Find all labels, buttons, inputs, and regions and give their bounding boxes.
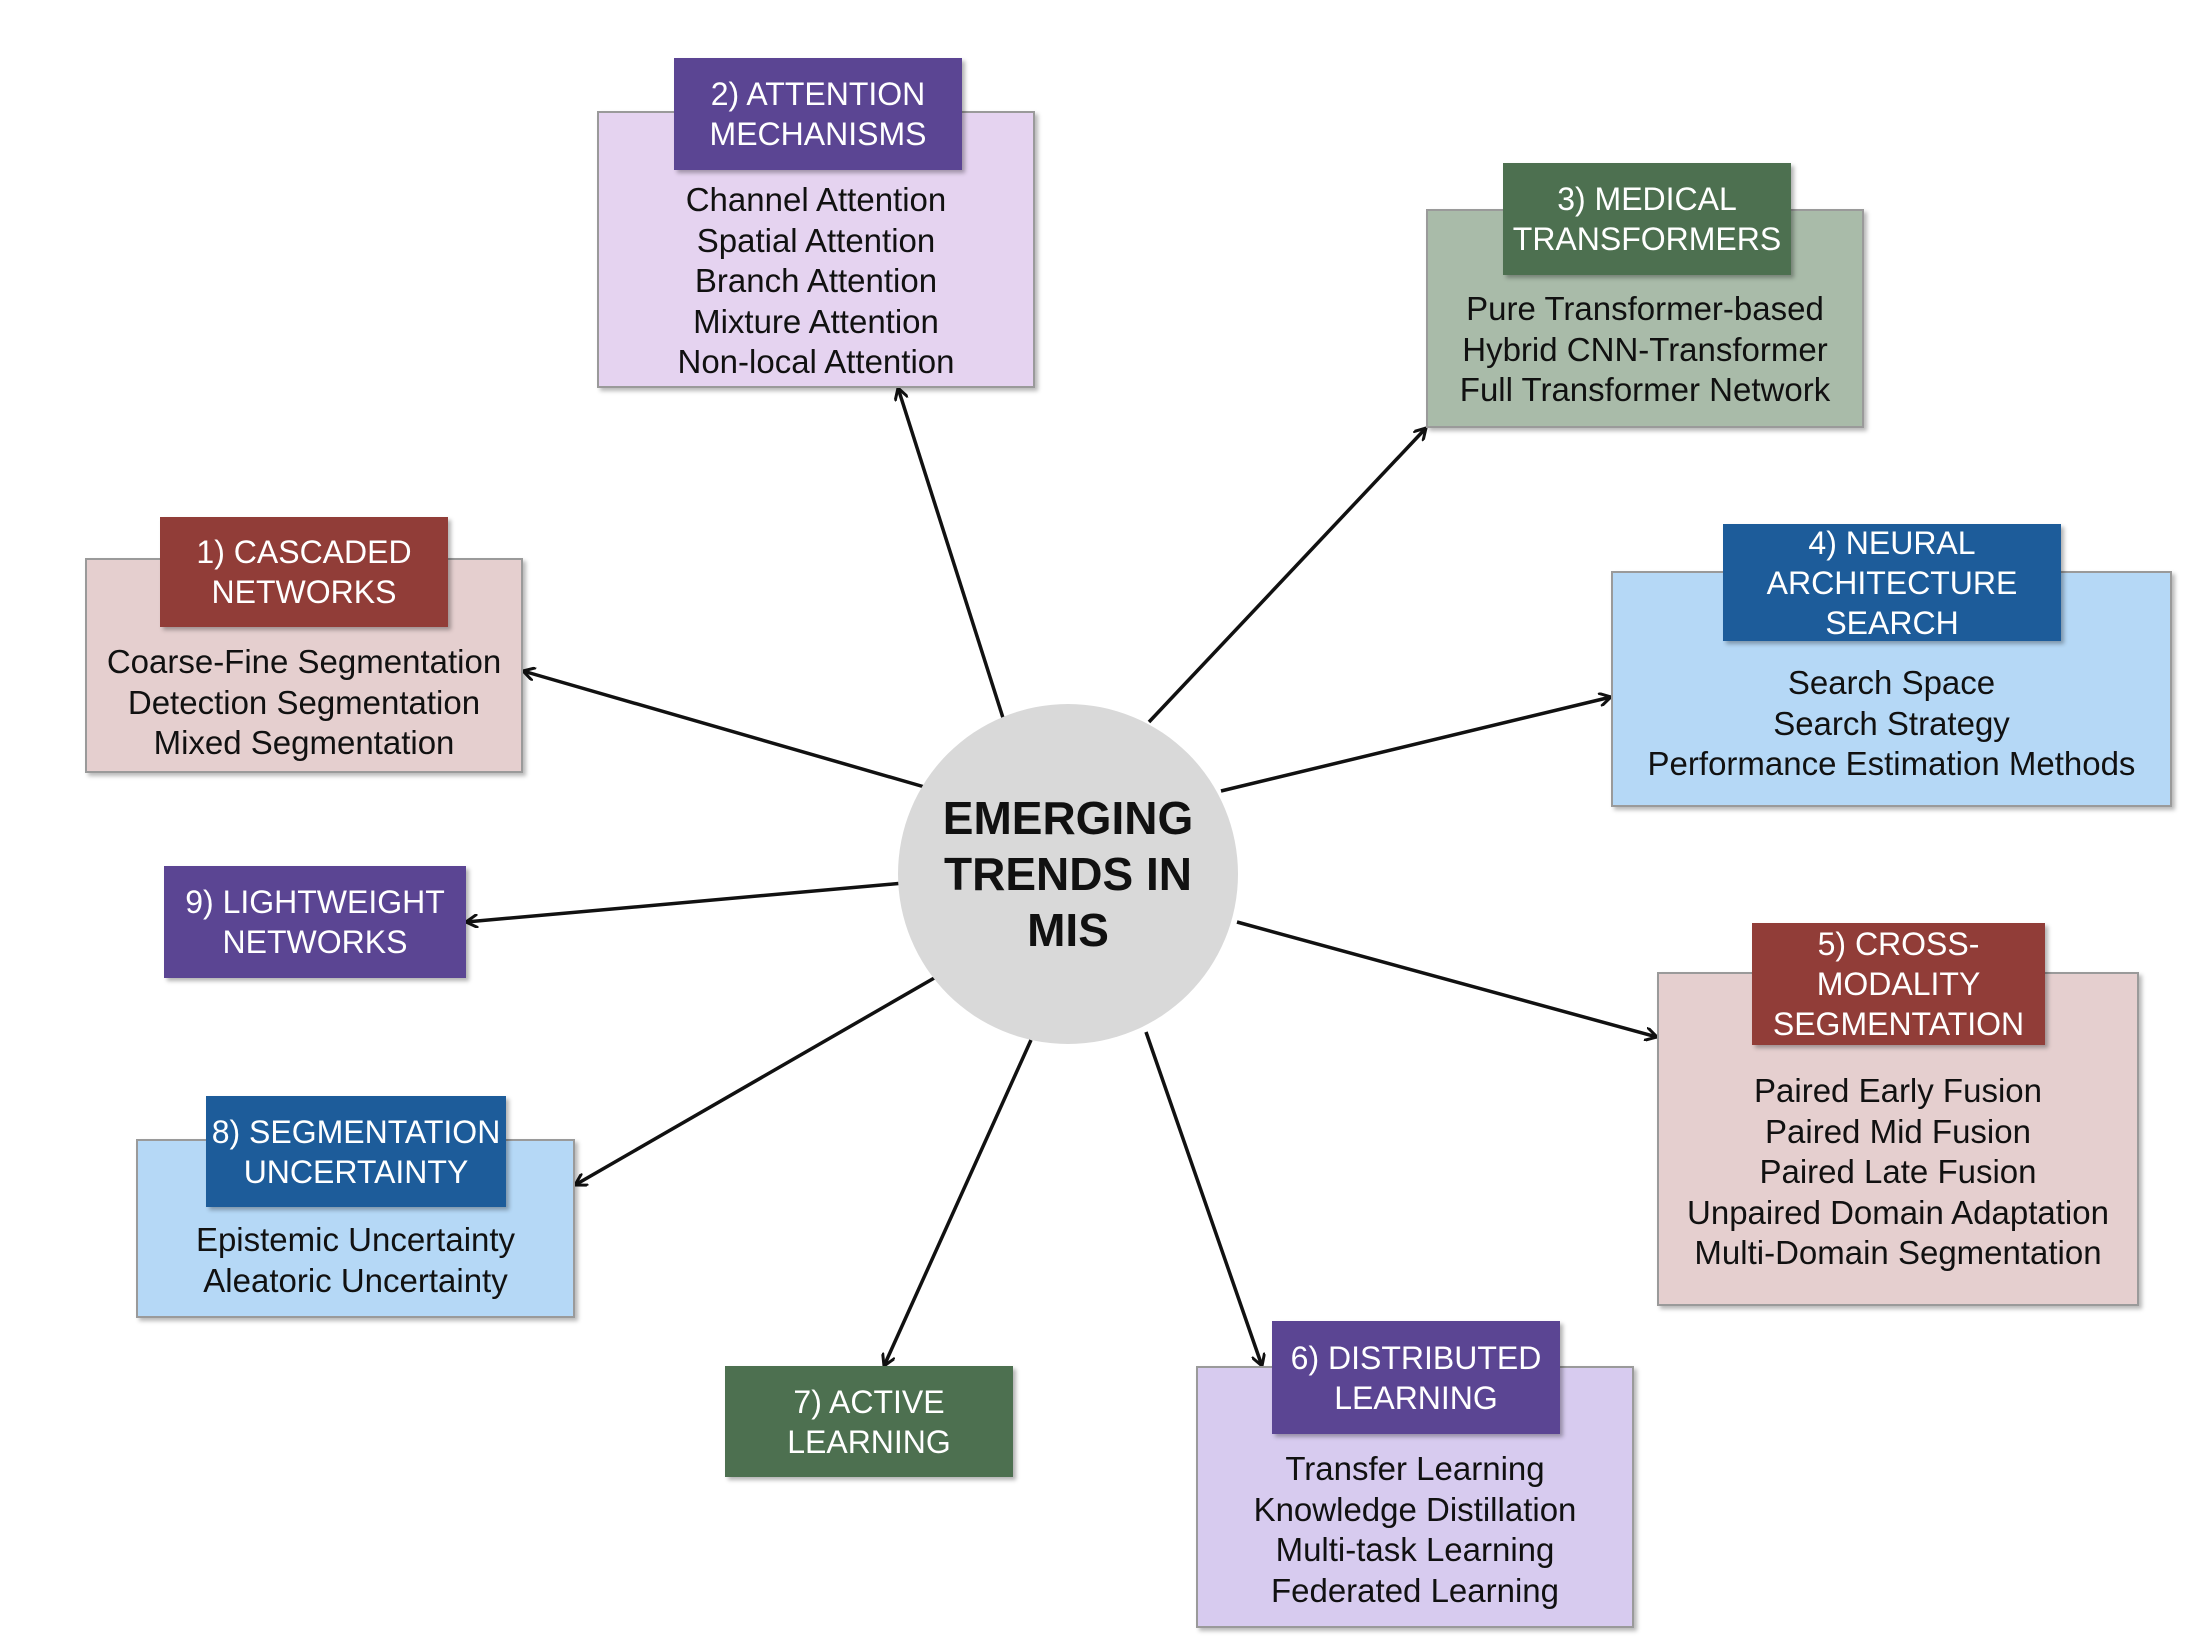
trend-header-lightweight: 9) LIGHTWEIGHT NETWORKS [164,866,466,978]
trend-item: Multi-Domain Segmentation [1694,1234,2102,1271]
trend-item: Aleatoric Uncertainty [203,1261,508,1299]
arrow-to-cross-modality [1236,920,1657,1037]
trend-item: Paired Mid Fusion [1765,1112,2031,1150]
trend-header-active: 7) ACTIVE LEARNING [725,1366,1013,1477]
trend-item: Non-local Attention [677,343,955,380]
trend-item: Mixture Attention [693,302,939,340]
arrow-to-lightweight [466,881,905,922]
trend-item: Performance Estimation Methods [1647,745,2136,782]
trend-header-label: 5) CROSS- MODALITY SEGMENTATION [1772,926,2025,1042]
arrow-to-distributed [1144,1031,1262,1366]
trend-header-nas: 4) NEURAL ARCHITECTURE SEARCH [1723,524,2061,641]
trend-header-label: 1) CASCADED NETWORKS [196,534,412,610]
trend-header-label: 9) LIGHTWEIGHT NETWORKS [185,884,445,960]
trend-item: Pure Transformer-based [1466,290,1824,327]
trend-item: Coarse-Fine Segmentation [106,643,502,680]
trend-item: Channel Attention [685,181,947,218]
trend-item: Search Strategy [1773,704,2010,742]
trend-header-uncertainty: 8) SEGMENTATION UNCERTAINTY [206,1096,506,1207]
trend-item: Epistemic Uncertainty [195,1221,516,1258]
trend-header-distributed: 6) DISTRIBUTED LEARNING [1272,1321,1560,1434]
trend-item: Paired Late Fusion [1759,1153,2037,1190]
trend-item: Unpaired Domain Adaptation [1687,1193,2109,1231]
trend-item: Full Transformer Network [1459,371,1831,408]
trend-header-label: 6) DISTRIBUTED LEARNING [1290,1339,1542,1416]
arrow-to-cascaded [523,671,929,790]
trend-item: Hybrid CNN-Transformer [1462,330,1828,368]
trend-header-cascaded: 1) CASCADED NETWORKS [160,517,448,627]
trend-item: Federated Learning [1270,1571,1560,1609]
trend-header-label: 8) SEGMENTATION UNCERTAINTY [211,1113,501,1190]
arrow-to-nas [1220,697,1611,793]
arrow-to-attention [898,388,1006,722]
arrow-to-transformers [1147,428,1426,724]
trend-item: Branch Attention [694,262,938,299]
center-node: EMERGING TRENDS IN MIS [898,704,1238,1044]
trend-item: Knowledge Distillation [1253,1490,1577,1528]
center-title: EMERGING TRENDS IN MIS [942,792,1194,956]
trend-header-attention: 2) ATTENTION MECHANISMS [674,58,962,170]
trend-header-label: 4) NEURAL ARCHITECTURE SEARCH [1766,524,2018,641]
trend-header-cross-modality: 5) CROSS- MODALITY SEGMENTATION [1752,923,2045,1045]
trend-item: Detection Segmentation [127,683,481,721]
trend-item: Transfer Learning [1285,1450,1545,1487]
trend-item: Search Space [1787,664,1996,701]
trend-header-label: 2) ATTENTION MECHANISMS [709,76,927,152]
trend-header-transformers: 3) MEDICAL TRANSFORMERS [1503,163,1791,275]
trend-header-label: 3) MEDICAL TRANSFORMERS [1512,181,1782,257]
trend-header-label: 7) ACTIVE LEARNING [787,1383,951,1460]
arrow-to-uncertainty [575,975,937,1185]
trend-item: Spatial Attention [696,221,936,259]
arrow-to-active [884,1039,1033,1366]
trend-item: Mixed Segmentation [153,724,455,761]
trend-item: Multi-task Learning [1275,1531,1555,1568]
trend-item: Paired Early Fusion [1754,1072,2042,1109]
